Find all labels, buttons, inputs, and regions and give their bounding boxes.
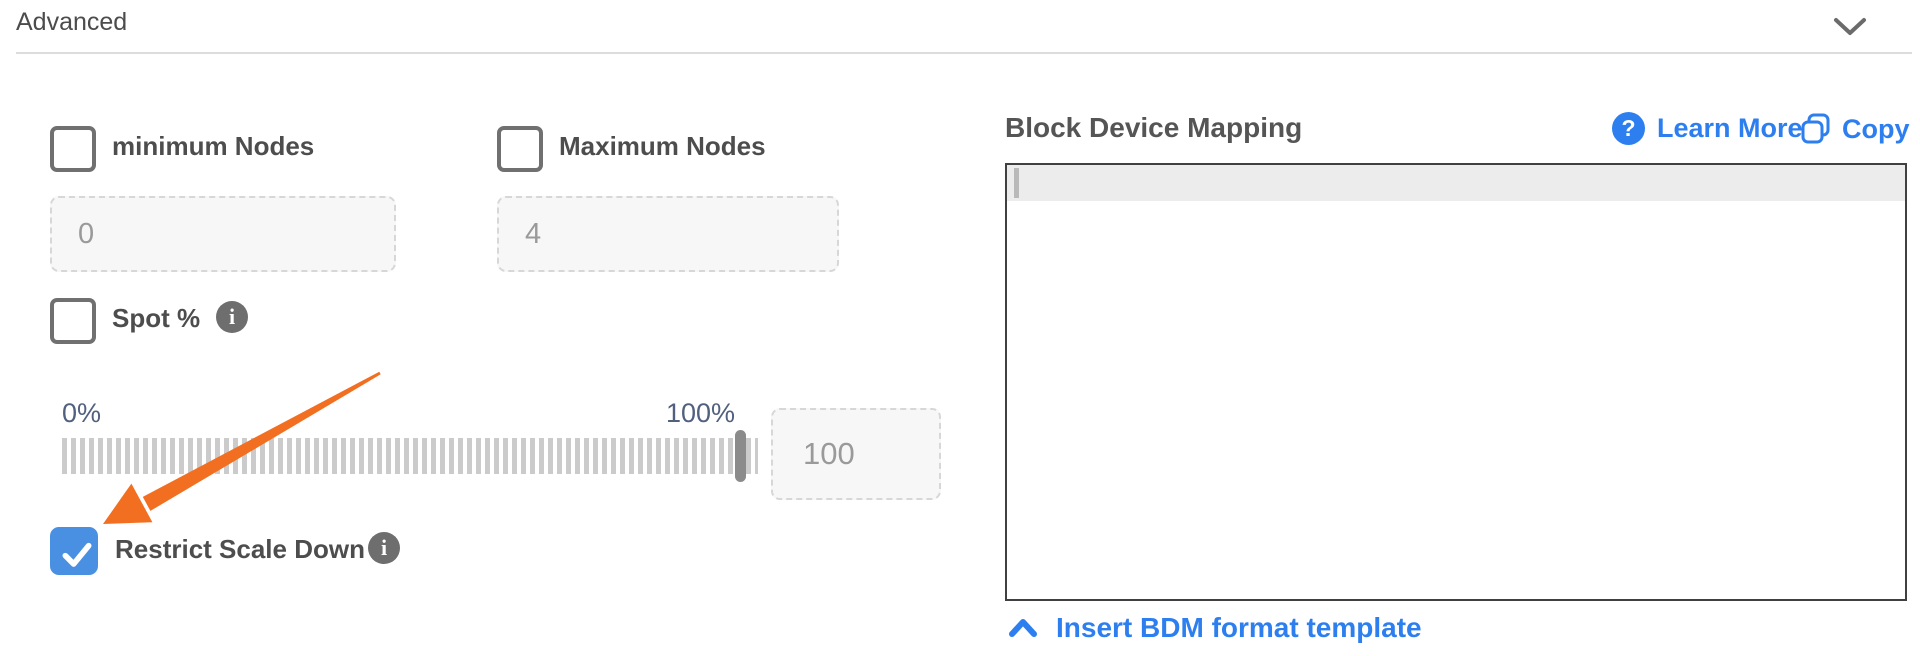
- spot-percent-checkbox[interactable]: [50, 298, 96, 344]
- restrict-scale-down-info-icon[interactable]: i: [368, 532, 400, 564]
- section-title: Advanced: [16, 8, 128, 36]
- maximum-nodes-checkbox[interactable]: [497, 126, 543, 172]
- collapse-section-button[interactable]: [1830, 10, 1870, 44]
- chevron-up-icon: [1009, 619, 1037, 637]
- minimum-nodes-input[interactable]: [50, 196, 396, 272]
- restrict-scale-down-checkbox[interactable]: [50, 527, 98, 575]
- copy-icon: [1801, 113, 1830, 144]
- text-cursor: [1014, 168, 1019, 198]
- bdm-panel-title: Block Device Mapping: [1005, 112, 1303, 143]
- minimum-nodes-checkbox[interactable]: [50, 126, 96, 172]
- slider-min-label: 0%: [62, 398, 102, 428]
- spot-percent-slider-handle[interactable]: [735, 430, 746, 482]
- copy-label: Copy: [1842, 113, 1910, 144]
- maximum-nodes-input[interactable]: [497, 196, 839, 272]
- spot-percent-slider-track[interactable]: [62, 438, 758, 474]
- bdm-editor[interactable]: [1005, 163, 1907, 601]
- spot-info-icon[interactable]: i: [216, 301, 248, 333]
- slider-max-label: 100%: [666, 398, 736, 428]
- editor-active-line: [1007, 165, 1905, 201]
- spot-percent-label: Spot %: [112, 303, 201, 333]
- learn-more-label: Learn More: [1657, 113, 1803, 143]
- spot-percent-value-input[interactable]: [771, 408, 941, 500]
- insert-bdm-template-label: Insert BDM format template: [1056, 612, 1422, 643]
- copy-button[interactable]: Copy: [1800, 112, 1910, 146]
- learn-more-link[interactable]: ? Learn More: [1612, 112, 1803, 145]
- minimum-nodes-label: minimum Nodes: [112, 131, 315, 161]
- maximum-nodes-label: Maximum Nodes: [559, 131, 766, 161]
- header-divider: [16, 52, 1912, 54]
- chevron-down-icon: [1834, 18, 1866, 35]
- insert-bdm-template-link[interactable]: Insert BDM format template: [1008, 612, 1422, 644]
- restrict-scale-down-label: Restrict Scale Down: [115, 534, 365, 564]
- question-icon: ?: [1612, 112, 1645, 145]
- checkmark-icon: [62, 542, 92, 567]
